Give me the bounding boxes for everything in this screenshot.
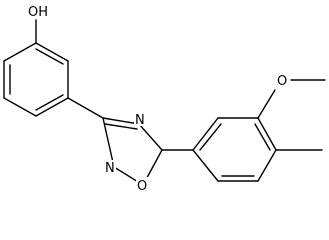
- hydroxyl-label: OH: [28, 5, 48, 20]
- methoxy-methylphenyl-ring: [192, 117, 277, 182]
- chemical-structure-diagram: OH N N O O: [3, 3, 326, 194]
- oxadiazole-oxygen-label: O: [137, 179, 147, 194]
- oxadiazole-ring: [102, 117, 163, 186]
- methoxy-oxygen-bond: [257, 89, 276, 119]
- phenyl-oxadiazole-bond: [67, 97, 104, 119]
- oxadiazole-nitrogen-bottom-label: N: [105, 161, 115, 176]
- oxadiazole-nitrogen-top-label: N: [135, 113, 145, 128]
- methoxy-oxygen-label: O: [277, 74, 287, 89]
- phenol-ring: [3, 42, 69, 117]
